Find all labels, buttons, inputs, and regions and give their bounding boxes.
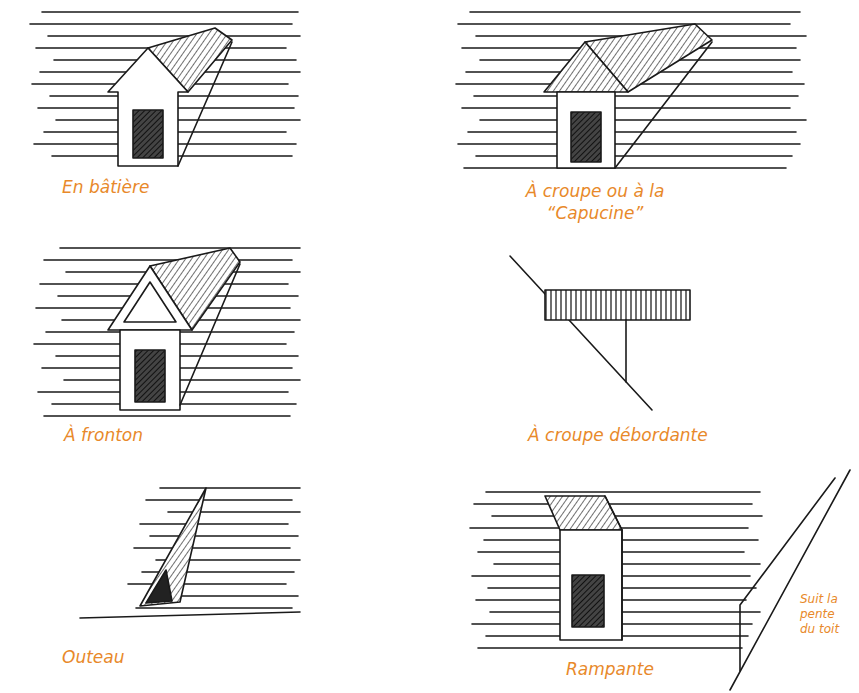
- caption-label: Outeau: [62, 646, 124, 668]
- caption-label: À croupe ou à la “Capucine”: [500, 180, 690, 224]
- note-label: Suit la pente du toit: [800, 592, 844, 637]
- caption-label: En bâtière: [62, 176, 149, 198]
- caption-label: À fronton: [64, 424, 143, 446]
- caption-label: Rampante: [566, 658, 654, 680]
- caption-label: À croupe débordante: [528, 424, 708, 446]
